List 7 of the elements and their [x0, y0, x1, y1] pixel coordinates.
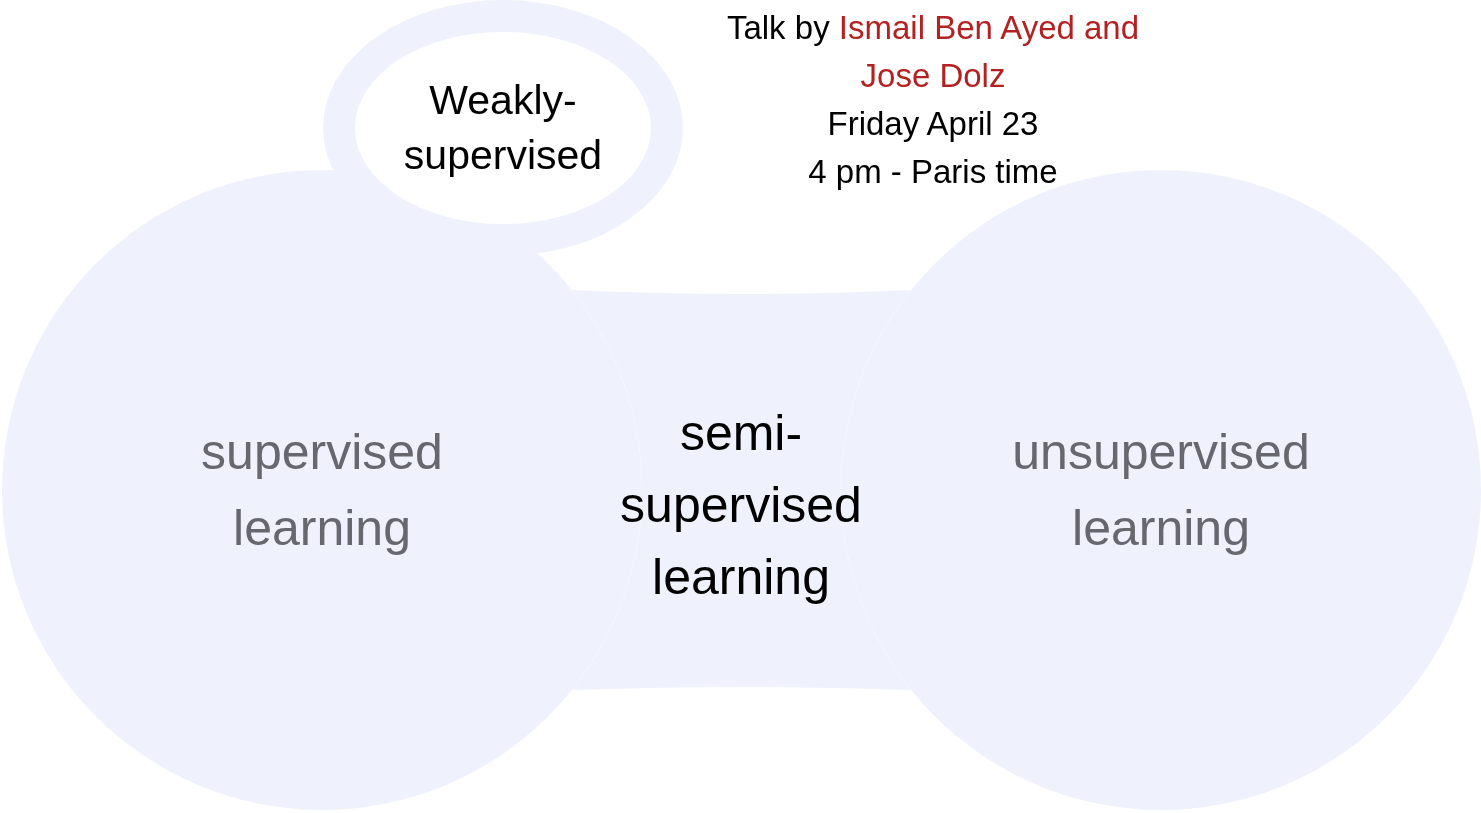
region-label: unsupervised learning	[1011, 423, 1311, 558]
talk-info: Talk by Ismail Ben Ayed and Jose Dolz	[725, 8, 1141, 96]
date-text: Friday April 23	[827, 104, 1039, 144]
region-label: semi- supervised learning	[619, 404, 863, 607]
date-text: 4 pm - Paris time	[808, 152, 1058, 192]
region-label: supervised learning	[200, 423, 444, 558]
region-label: Weakly- supervised	[402, 76, 604, 180]
